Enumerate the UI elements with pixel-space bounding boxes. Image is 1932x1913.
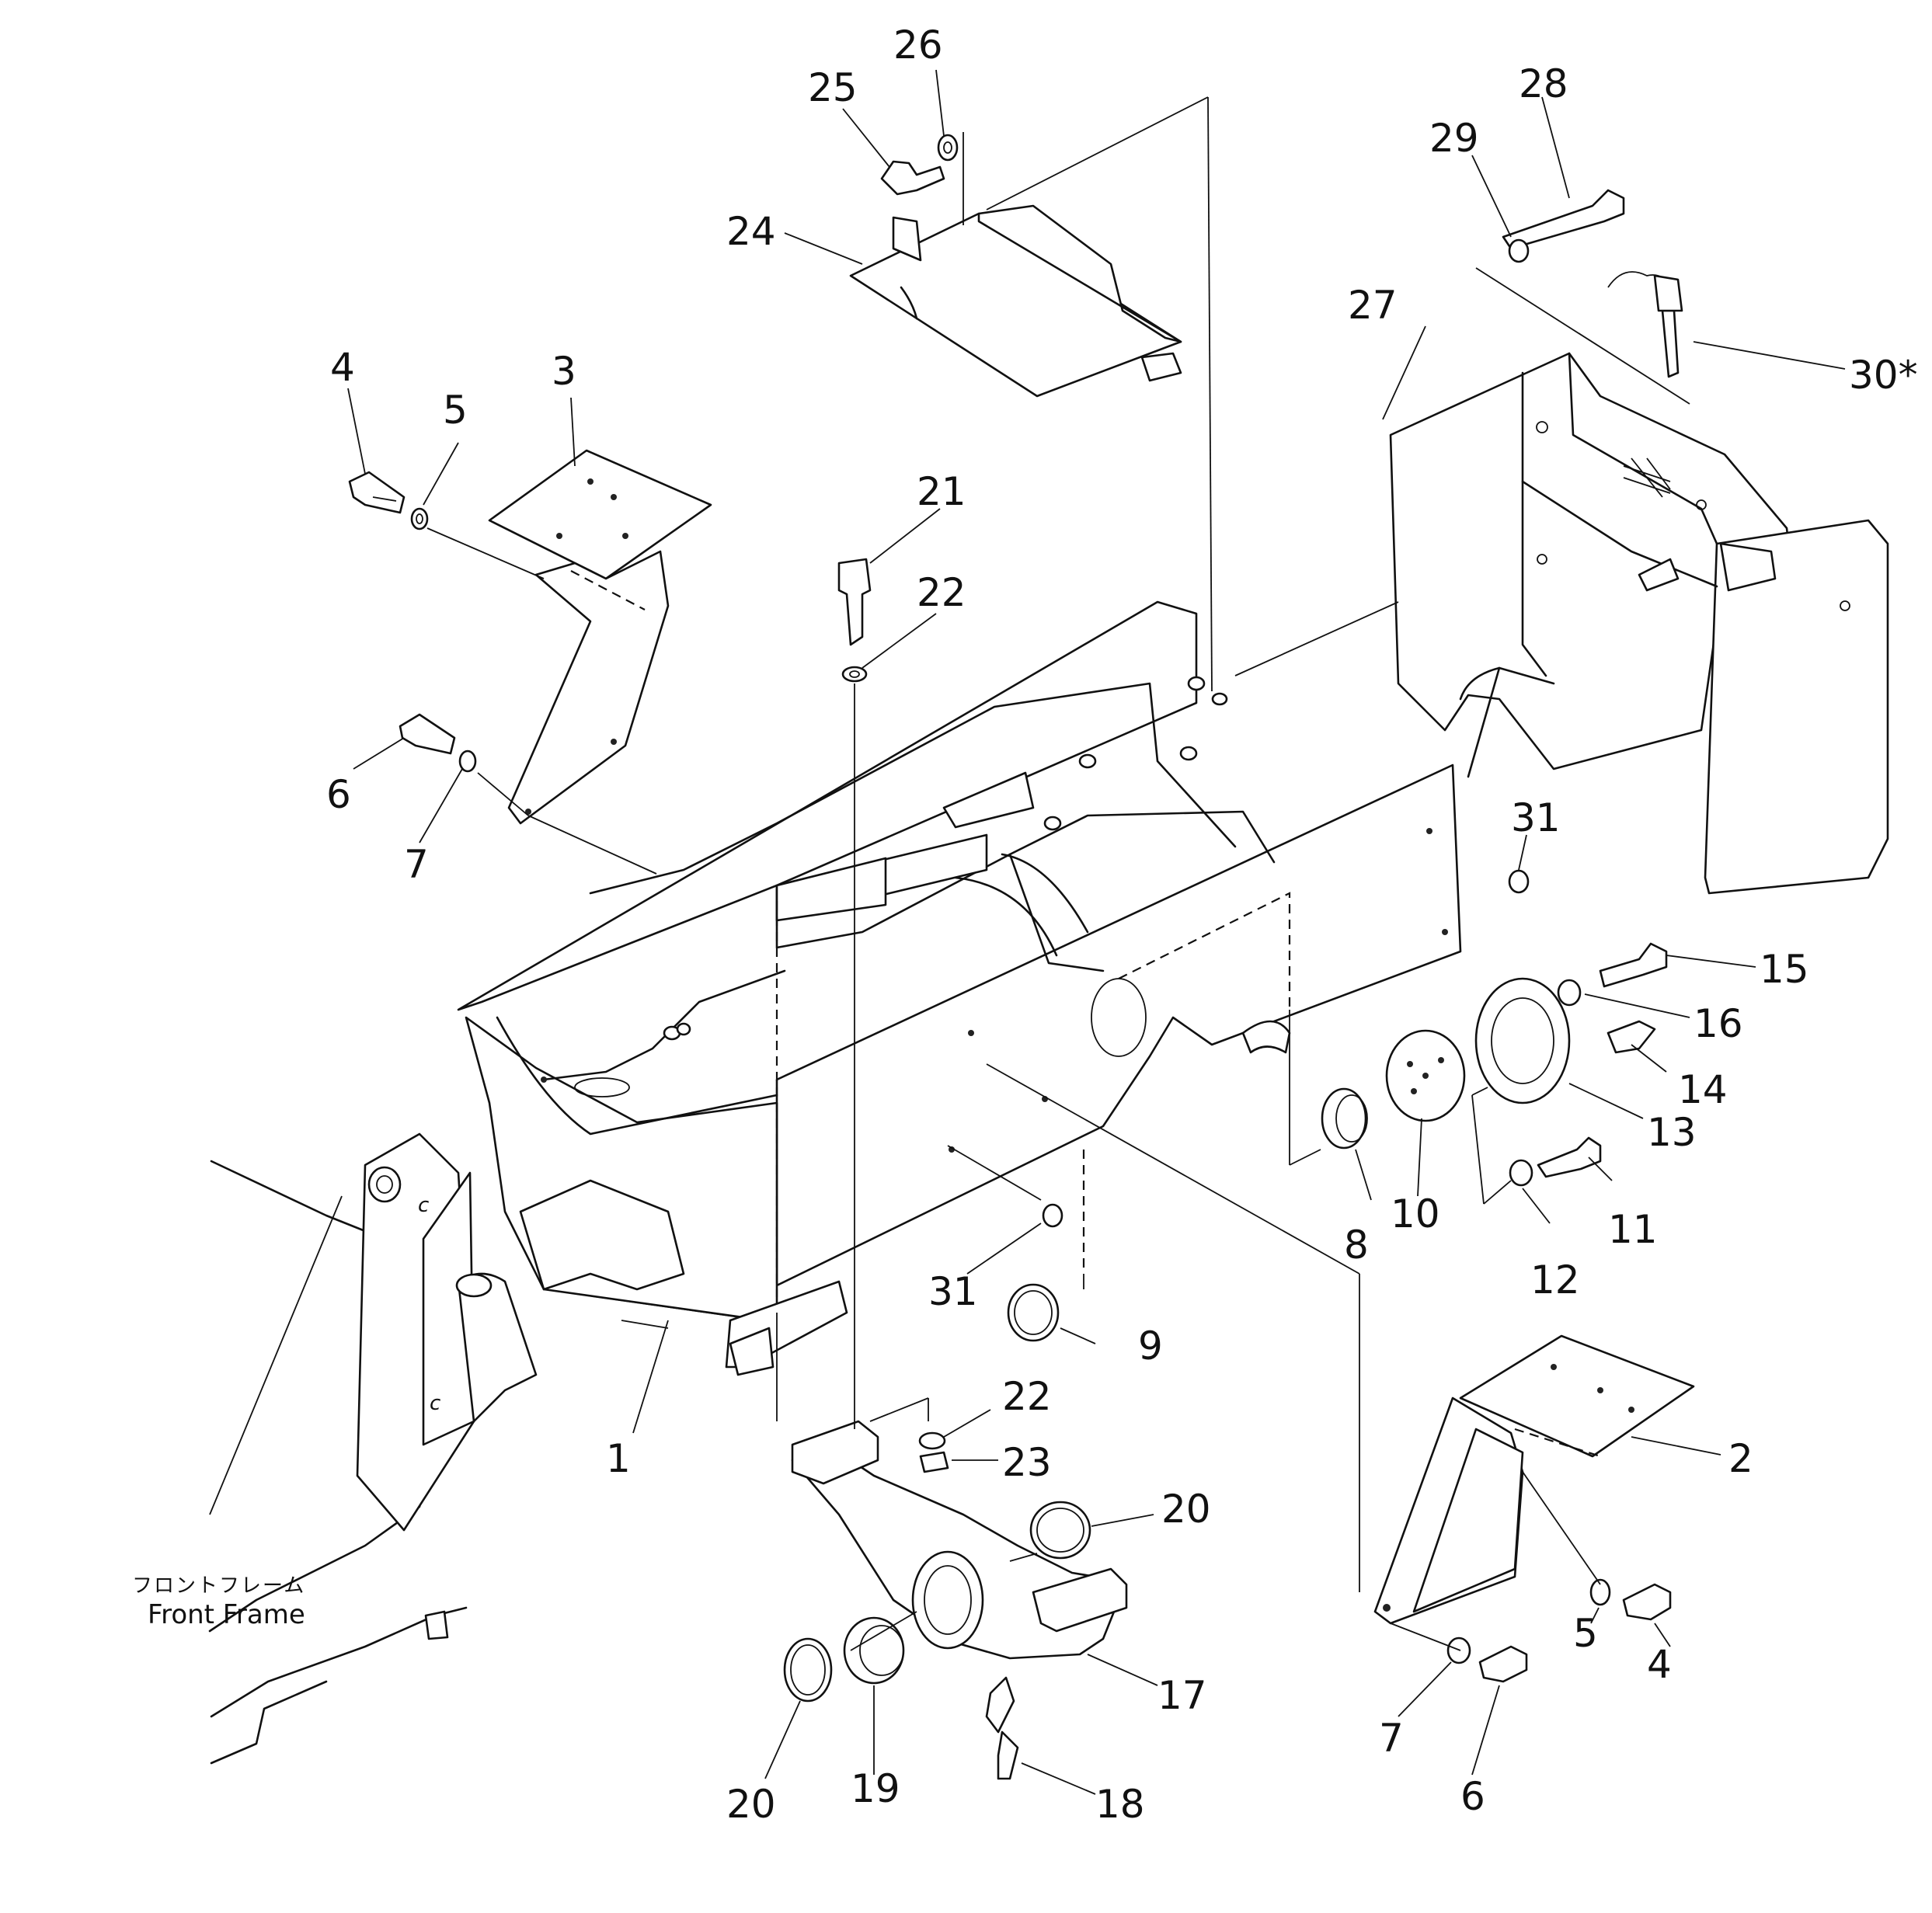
callout-20-right: 20 — [1161, 1487, 1211, 1532]
bushing-part-19 — [843, 1616, 905, 1685]
callout-28: 28 — [1519, 61, 1568, 106]
bolt-part-21 — [837, 558, 872, 646]
callout-14: 14 — [1678, 1067, 1728, 1112]
callout-22-top: 22 — [917, 570, 966, 615]
pivot-arm-part-17 — [791, 1420, 1128, 1734]
callout-30: 30* — [1849, 353, 1918, 398]
callout-7-bottom: 7 — [1379, 1716, 1404, 1761]
bolt-part-11 — [1537, 1136, 1602, 1178]
bolt-part-4-bottom — [1622, 1583, 1672, 1621]
callout-15: 15 — [1760, 947, 1809, 992]
callout-leaders — [347, 69, 1846, 1795]
callout-2: 2 — [1728, 1436, 1753, 1481]
callout-9: 9 — [1138, 1323, 1163, 1369]
o-ring-part-9 — [1007, 1283, 1060, 1342]
svg-text:c: c — [418, 1194, 429, 1217]
callout-8: 8 — [1344, 1223, 1369, 1268]
callout-6-left: 6 — [326, 772, 351, 817]
callout-29: 29 — [1429, 116, 1479, 161]
callout-25: 25 — [808, 65, 858, 110]
callout-21: 21 — [917, 469, 966, 514]
svg-text:c: c — [430, 1392, 440, 1415]
bolt-part-25 — [880, 160, 945, 196]
callout-6-bottom: 6 — [1460, 1774, 1485, 1819]
callout-17: 17 — [1157, 1673, 1207, 1718]
washer-part-26 — [937, 134, 959, 162]
callout-11: 11 — [1608, 1207, 1658, 1252]
plug-part-31-center — [1042, 1203, 1063, 1228]
callout-16: 16 — [1694, 1001, 1743, 1046]
nut-part-23 — [919, 1451, 949, 1473]
callout-23: 23 — [1002, 1440, 1052, 1485]
callout-3: 3 — [552, 349, 576, 394]
bearing-housing-part-13 — [1474, 977, 1571, 1104]
bushing-part-8 — [1321, 1087, 1368, 1150]
grease-fitting-part-18 — [997, 1730, 1019, 1780]
counterweight-part-27 — [1389, 352, 1889, 895]
callout-numbers: 1 2 3 4 4 5 5 6 6 7 7 8 9 10 11 12 13 14… — [326, 23, 1918, 1827]
front-frame-label-english: Front Frame — [148, 1599, 305, 1630]
bolt-part-6-left — [399, 713, 456, 755]
washer-part-5-top — [410, 507, 429, 530]
callout-18: 18 — [1095, 1782, 1145, 1827]
plug-part-31-right — [1508, 869, 1530, 894]
cover-plate-part-24 — [849, 204, 1182, 398]
callout-1: 1 — [606, 1436, 631, 1481]
front-frame-label-japanese: フロントフレーム — [132, 1574, 305, 1598]
callout-5-top: 5 — [443, 388, 468, 433]
pin-part-30 — [1607, 271, 1683, 378]
bolt-part-4-top — [348, 471, 406, 514]
callout-13: 13 — [1647, 1110, 1697, 1155]
callout-10: 10 — [1391, 1191, 1440, 1236]
fitting-part-14 — [1607, 1020, 1656, 1054]
assembly-lines — [426, 96, 1690, 1651]
callout-4-bottom: 4 — [1647, 1642, 1672, 1687]
washer-part-22-top — [841, 666, 868, 683]
callout-31-center: 31 — [928, 1269, 978, 1314]
bracket-part-3 — [488, 449, 712, 825]
callout-4-top: 4 — [330, 345, 355, 390]
callout-5-bottom: 5 — [1573, 1611, 1598, 1656]
bracket-part-2 — [1373, 1334, 1695, 1625]
o-ring-part-20-right — [1029, 1501, 1091, 1560]
bolt-part-6-bottom — [1478, 1645, 1528, 1683]
o-ring-part-20-left — [783, 1637, 833, 1703]
bolt-part-15 — [1599, 942, 1668, 988]
front-frame-outline: c c フロントフレーム Front Frame — [132, 1132, 538, 1765]
washer-part-16 — [1557, 979, 1582, 1007]
callout-7-left: 7 — [404, 842, 429, 887]
washer-part-12 — [1509, 1159, 1533, 1187]
plate-part-10 — [1385, 1029, 1466, 1122]
rear-frame-part-1 — [457, 600, 1462, 1376]
washer-part-5-bottom — [1589, 1578, 1611, 1606]
callout-24: 24 — [726, 209, 776, 254]
callout-26: 26 — [893, 23, 943, 68]
callout-27: 27 — [1348, 283, 1398, 328]
washer-part-22-bottom — [918, 1431, 946, 1450]
washer-part-29 — [1508, 238, 1530, 263]
washer-part-7-left — [458, 750, 477, 773]
callout-12: 12 — [1530, 1257, 1580, 1303]
callout-31-right: 31 — [1511, 795, 1561, 840]
callout-20-left: 20 — [726, 1782, 776, 1827]
callout-19: 19 — [851, 1766, 900, 1811]
callout-22-bottom: 22 — [1002, 1374, 1052, 1419]
